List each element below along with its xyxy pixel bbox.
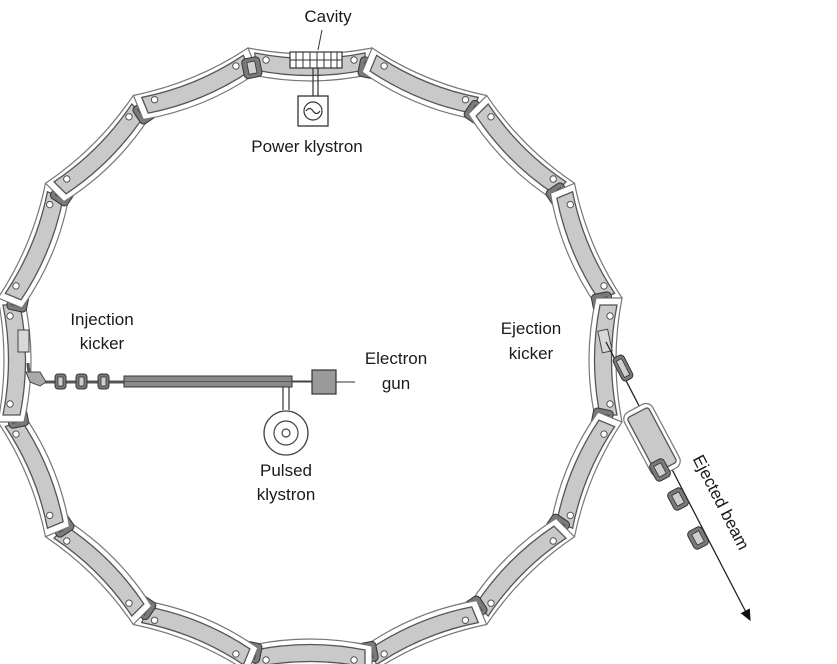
injection-quadrupole: [75, 373, 88, 390]
dipole-magnet: [247, 638, 373, 664]
ejection-quadrupole: [667, 487, 689, 511]
ejection-line: [605, 341, 751, 622]
injection-quadrupole: [97, 373, 110, 390]
dipole-magnet: [549, 182, 623, 309]
ejection-quadrupole: [649, 458, 671, 482]
dipole-magnet: [0, 297, 32, 423]
quadrupole-magnet: [241, 56, 263, 80]
dipole-magnet: [361, 599, 488, 664]
dipole-magnet: [132, 47, 259, 121]
injection-linac: [25, 362, 312, 390]
injection-quadrupole: [54, 373, 67, 390]
ejection-quadrupole: [612, 354, 634, 382]
power-klystron-label: Power klystron: [251, 137, 362, 156]
pulsed-klystron-label-line2: klystron: [257, 485, 316, 504]
ejection-quadrupole: [687, 526, 709, 550]
power-klystron: [297, 68, 329, 127]
rf-cavity: [289, 51, 343, 69]
dipole-magnet: [132, 599, 259, 664]
cavity-label: Cavity: [304, 7, 352, 26]
electron-gun: [311, 369, 337, 395]
ejection-septum-magnet: [623, 402, 681, 478]
electron-gun-label-line2: gun: [382, 374, 410, 393]
dipole-magnet: [0, 411, 71, 538]
pulsed-klystron: [263, 387, 309, 456]
ring-magnets: [0, 47, 623, 664]
pulsed-klystron-label-line1: Pulsed: [260, 461, 312, 480]
ejection-kicker-label-line1: Ejection: [501, 319, 561, 338]
ejection-kicker-label-line2: kicker: [509, 344, 554, 363]
injection-kicker-label-line2: kicker: [80, 334, 125, 353]
electron-gun-label-line1: Electron: [365, 349, 427, 368]
injection-kicker-label-line1: Injection: [70, 310, 133, 329]
cavity-leader-line: [317, 29, 323, 51]
injection-kicker: [17, 329, 30, 353]
